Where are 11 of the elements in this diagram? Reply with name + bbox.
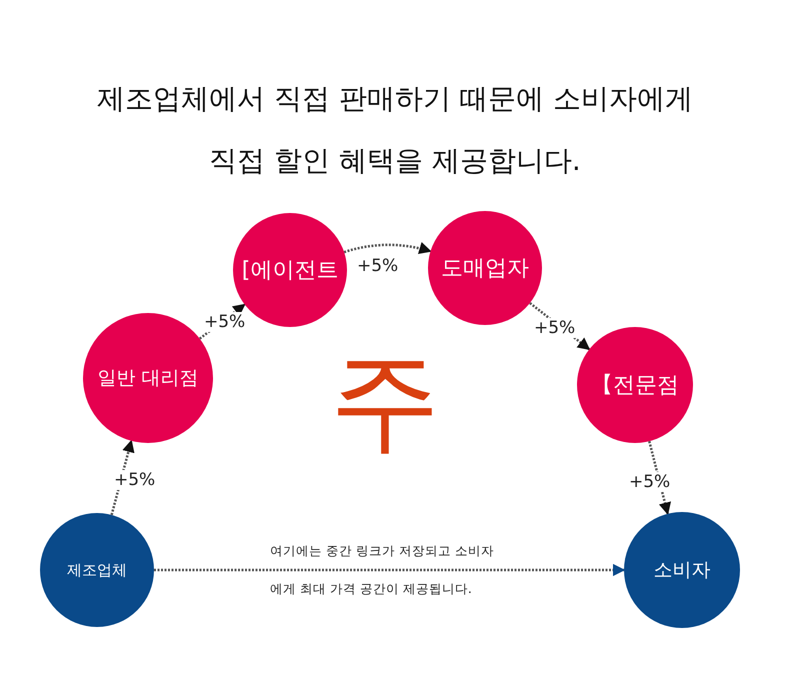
arrow: [344, 242, 432, 254]
node-label: [에이전트: [242, 257, 338, 285]
node-label: 일반 대리점: [97, 366, 199, 391]
center-character: 주: [330, 335, 440, 465]
edge-label: 여기에는 중간 링크가 저장되고 소비자에게 최대 가격 공간이 제공됩니다.: [270, 542, 495, 598]
title-text: 제조업체에서 직접 판매하기 때문에 소비자에게 직접 할인 혜택을 제공합니다.: [96, 81, 694, 179]
node-label: 도매업자: [441, 255, 529, 283]
node-label: 소비자: [654, 558, 710, 583]
node-label: 【전문점: [591, 372, 679, 400]
arrow: [154, 564, 626, 576]
node-label: 제조업체: [67, 560, 127, 580]
